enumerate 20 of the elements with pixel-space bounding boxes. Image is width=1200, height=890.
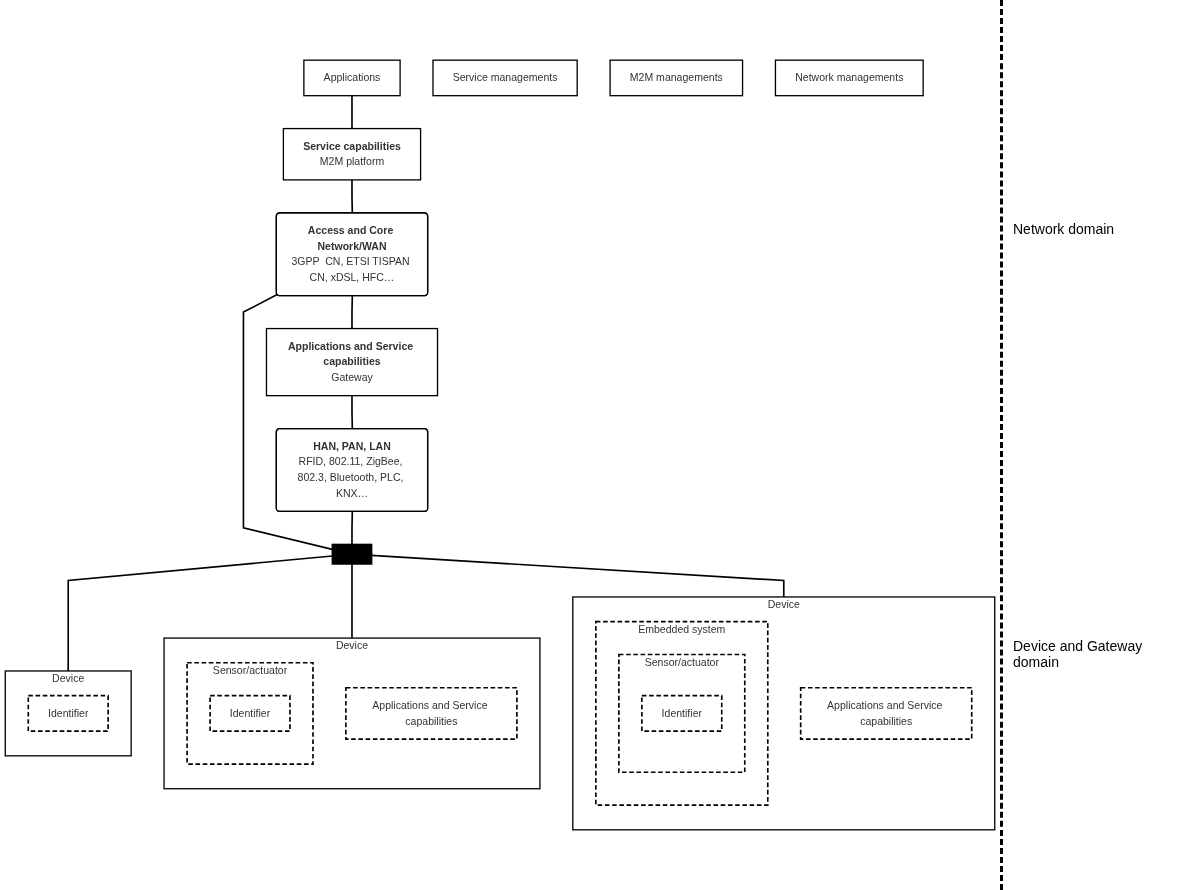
- node-box: Applications and Service capabilities Gateway: [265, 327, 439, 397]
- node-box: M2M managements: [609, 59, 744, 97]
- node-box: Identifier: [641, 694, 723, 732]
- connector: [351, 394, 354, 430]
- connector: [351, 179, 354, 214]
- domain-label: Device and Gateway domain: [1013, 637, 1144, 670]
- node-box: Applications: [303, 59, 401, 97]
- node-box: Network managements: [774, 59, 924, 97]
- node-box: Identifier: [27, 694, 109, 732]
- node-box: Applications and Service capabilities: [799, 686, 973, 740]
- node-box: Applications and Service capabilities: [345, 686, 518, 740]
- domain-label: Network domain: [1013, 220, 1116, 237]
- node-box: Service capabilities M2M platform: [282, 127, 422, 181]
- node-box: Service managements: [432, 59, 578, 97]
- node-bar: [331, 543, 373, 565]
- connector: [351, 510, 354, 546]
- connector: [351, 295, 354, 330]
- connector: [351, 94, 353, 130]
- node-box: Identifier: [209, 694, 291, 732]
- connector: [351, 563, 353, 639]
